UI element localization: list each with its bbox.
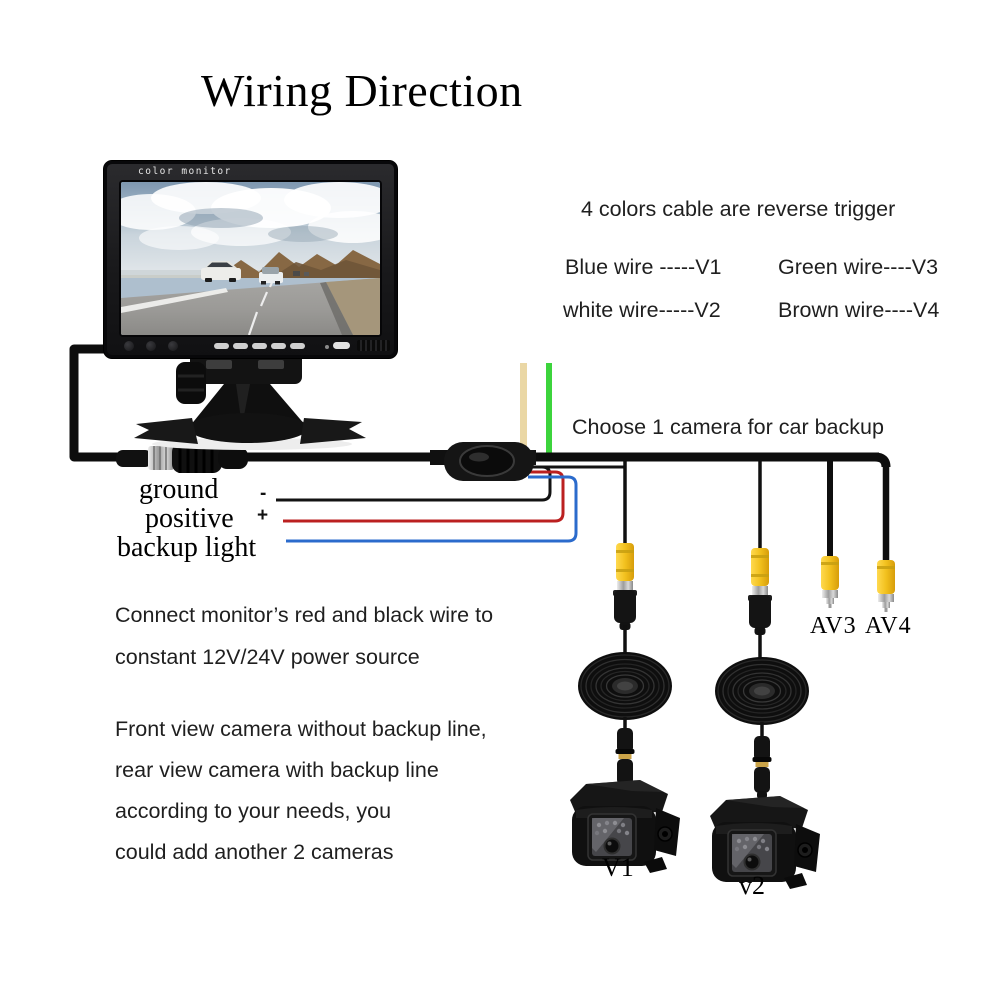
dc-power-connector [116,443,248,473]
monitor-power-cable [69,344,448,462]
camera-note-line-2: rear view camera with backup line [115,758,439,782]
road-scene [121,182,380,335]
power-note-line-2: constant 12V/24V power source [115,645,420,669]
camera-note-line-4: could add another 2 cameras [115,840,394,864]
monitor-brand-label: color monitor [138,166,232,177]
speaker-grille [357,340,390,351]
power-button [333,342,350,349]
camera-v2-label: v2 [739,871,765,900]
choose-camera-note: Choose 1 camera for car backup [572,415,884,439]
cable-coil-v2 [714,656,810,726]
camera-note-line-1: Front view camera without backup line, [115,717,487,741]
ground-label: ground [139,474,219,505]
minus-marker: - [260,483,267,504]
monitor-button-3 [252,343,267,349]
positive-label: positive [145,503,234,534]
page-title: Wiring Direction [201,65,523,116]
extension-coupler-v2 [752,736,772,799]
camera-note-line-3: according to your needs, you [115,799,392,823]
wire-map-white-v2: white wire-----V2 [563,298,721,322]
monitor-button-round-3 [168,341,178,351]
stand-knob [176,362,206,404]
power-led [325,345,329,349]
wire-map-blue-v1: Blue wire -----V1 [565,255,722,279]
rca-connector-v2 [748,548,772,635]
camera-v2 [709,795,821,890]
vehicle-car [259,267,283,285]
monitor-button-round-1 [124,341,134,351]
av3-label: AV3 [810,613,857,639]
trigger-wire-green [546,363,552,453]
monitor-button-1 [214,343,229,349]
monitor-screen [121,182,380,335]
monitor-button-round-2 [146,341,156,351]
backup-light-label: backup light [117,532,257,563]
positive-wire [283,470,565,523]
monitor-button-5 [290,343,305,349]
monitor-button-2 [233,343,248,349]
rca-connector-v1 [613,543,637,630]
junction-connector [430,442,536,481]
wire-map-brown-v4: Brown wire----V4 [778,298,940,322]
plus-marker: + [257,505,269,526]
trigger-heading: 4 colors cable are reverse trigger [581,197,896,221]
av3-connector [821,556,839,608]
backup-light-wire [286,475,578,543]
trunk-cable [522,452,891,561]
power-note-line-1: Connect monitor’s red and black wire to [115,603,494,627]
cable-coil-v1 [577,651,673,721]
av4-connector [877,560,895,612]
av4-label: AV4 [865,613,912,639]
wire-map-green-v3: Green wire----V3 [778,255,939,279]
monitor-button-4 [271,343,286,349]
camera-v1-label: V1 [602,853,634,882]
trigger-wire-brown [520,363,527,453]
vehicle-suv [201,261,241,282]
monitor: color monitor [103,160,398,359]
monitor-stand [134,346,366,450]
